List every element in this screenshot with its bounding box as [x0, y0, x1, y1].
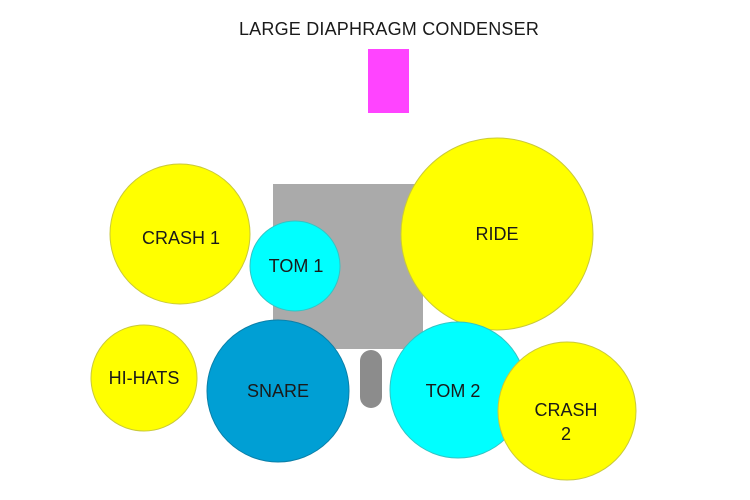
microphone-shape — [368, 49, 409, 113]
tom-1-drum — [249, 220, 341, 312]
snare-drum — [206, 319, 350, 463]
tom-2-label: TOM 2 — [426, 381, 481, 401]
tom-1-label: TOM 1 — [269, 256, 324, 276]
throne-shape — [360, 350, 382, 408]
snare-label: SNARE — [247, 381, 309, 401]
crash-1-cymbal — [109, 163, 251, 305]
crash-2-label-line-2: 2 — [561, 424, 571, 444]
diagram-title: LARGE DIAPHRAGM CONDENSER — [239, 19, 539, 39]
ride-label: RIDE — [475, 224, 518, 244]
hi-hats-cymbal — [90, 324, 198, 432]
hi-hats-label: HI-HATS — [109, 368, 180, 388]
ride-cymbal — [400, 137, 594, 331]
crash-2-cymbal — [497, 341, 637, 481]
crash-2-label-line-1: CRASH — [534, 400, 597, 420]
crash-1-label: CRASH 1 — [142, 228, 220, 248]
